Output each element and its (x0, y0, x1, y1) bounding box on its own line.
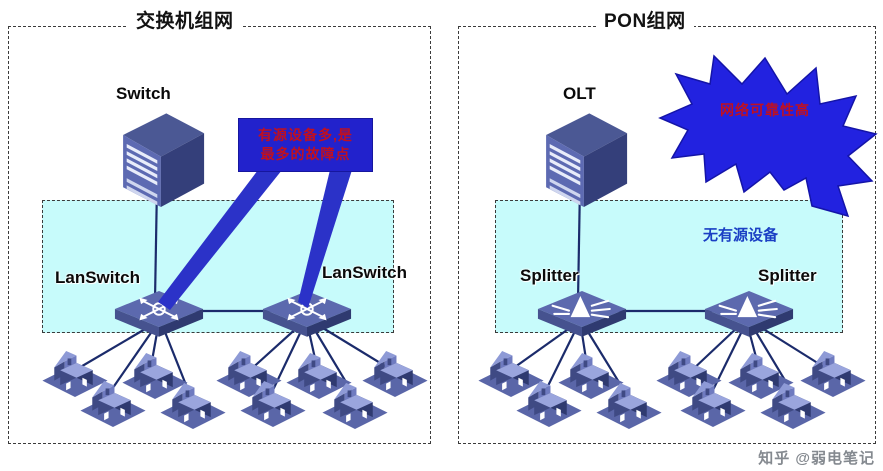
panel-title-switch: 交换机组网 (128, 6, 242, 33)
label-switch: Switch (116, 84, 171, 103)
label-lanswitch-left: LanSwitch (55, 268, 141, 287)
callout-switch-drawback: 有源设备多,是 最多的故障点 (238, 118, 373, 172)
label-olt: OLT (563, 84, 596, 103)
starburst-label-reliability: 网络可靠性高 (720, 102, 810, 118)
label-lanswitch-right: LanSwitch (322, 263, 408, 282)
zone-note-no-active-equipment: 无有源设备 (703, 227, 779, 244)
callout-line-2: 最多的故障点 (260, 146, 351, 162)
panel-title-pon: PON组网 (596, 6, 694, 33)
callout-line-1: 有源设备多,是 (258, 127, 353, 144)
watermark: 知乎 @弱电笔记 (758, 450, 875, 467)
label-splitter-right: Splitter (758, 266, 817, 285)
label-splitter-left: Splitter (520, 266, 579, 285)
